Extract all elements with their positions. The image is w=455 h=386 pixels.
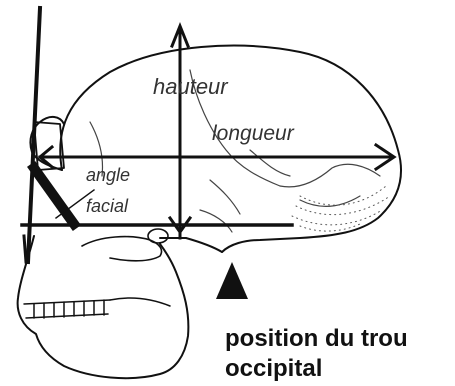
cranium-outline — [60, 46, 401, 252]
label-longueur: longueur — [212, 122, 295, 145]
face-lower-outline — [18, 236, 189, 378]
label-hauteur: hauteur — [153, 74, 229, 99]
occipital-contour — [160, 238, 222, 252]
label-angle: angle — [86, 165, 130, 185]
ear-opening — [148, 229, 168, 243]
label-trou-line1: position du trou — [225, 325, 408, 352]
vertical-reference-tick — [24, 236, 26, 262]
foramen-marker-triangle — [216, 262, 248, 299]
sutures — [90, 70, 380, 232]
occipital-shading — [292, 186, 390, 231]
label-trou-line2: occipital — [225, 355, 322, 382]
facial-angle-line — [34, 168, 74, 224]
teeth — [24, 298, 170, 318]
label-facial: facial — [86, 196, 129, 216]
